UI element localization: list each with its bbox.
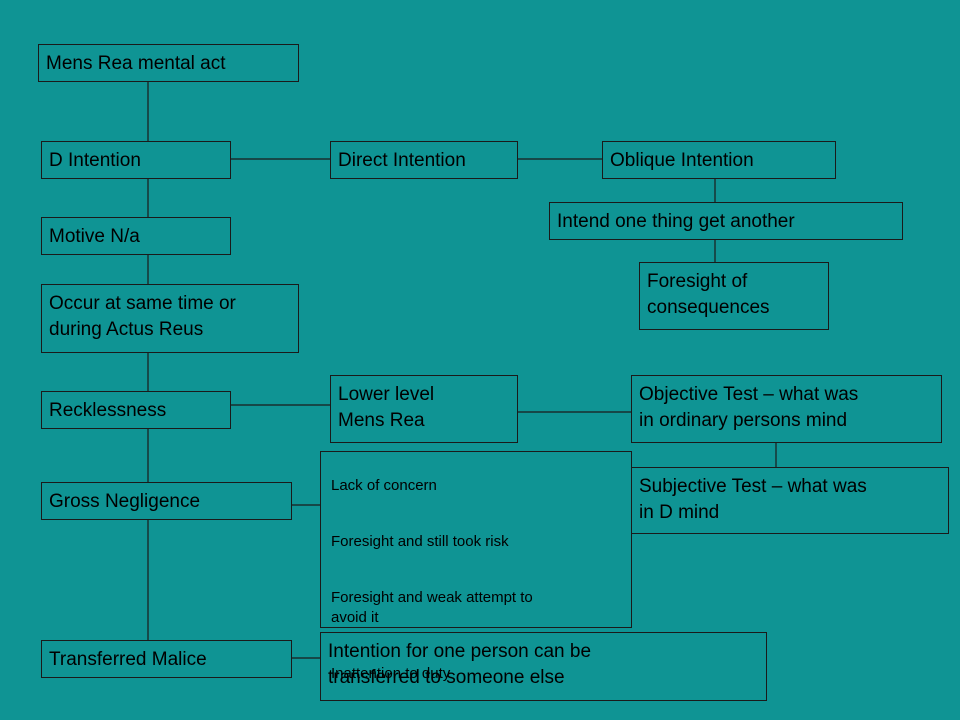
list-item: Lack of concern xyxy=(331,477,437,494)
node-occur-same-time: Occur at same time or during Actus Reus xyxy=(41,284,299,353)
node-lower-level: Lower level Mens Rea xyxy=(330,375,518,443)
node-intend-one-thing: Intend one thing get another xyxy=(549,202,903,240)
node-motive: Motive N/a xyxy=(41,217,231,255)
list-item: Inattention to duty xyxy=(331,665,451,682)
node-mens-rea: Mens Rea mental act xyxy=(38,44,299,82)
list-item: Foresight and still took risk xyxy=(331,533,509,550)
node-negligence-list: Lack of concern Foresight and still took… xyxy=(320,451,632,682)
node-foresight: Foresight of consequences xyxy=(639,262,829,330)
node-transferred-malice: Transferred Malice xyxy=(41,640,292,678)
node-gross-negligence: Gross Negligence xyxy=(41,482,292,520)
node-subjective-test: Subjective Test – what was in D mind xyxy=(631,467,949,534)
node-transferred-desc: Intention for one person can be transfer… xyxy=(320,632,767,701)
node-recklessness: Recklessness xyxy=(41,391,231,429)
node-objective-test: Objective Test – what was in ordinary pe… xyxy=(631,375,942,443)
node-d-intention: D Intention xyxy=(41,141,231,179)
node-oblique-intention: Oblique Intention xyxy=(602,141,836,179)
node-direct-intention: Direct Intention xyxy=(330,141,518,179)
list-item: Foresight and weak attempt to avoid it xyxy=(331,589,533,626)
